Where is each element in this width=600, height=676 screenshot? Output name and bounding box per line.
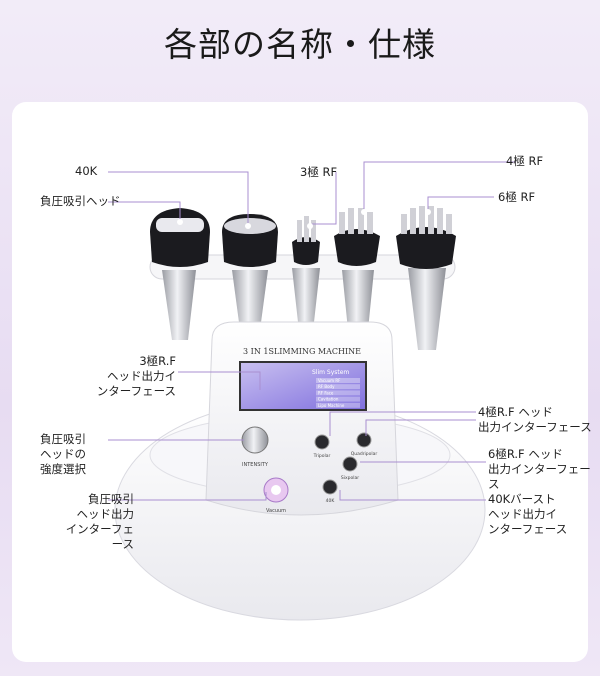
port-label: Sixpolar bbox=[341, 475, 359, 481]
screen-menu-item-bg bbox=[316, 390, 360, 396]
port-40k bbox=[322, 479, 338, 495]
suction-port-label: Vacuum bbox=[266, 508, 286, 514]
port-6pole bbox=[342, 456, 358, 472]
page-title: 各部の名称・仕様 bbox=[164, 25, 436, 64]
label-40k-burst-output: 40Kバースト ヘッド出力イ ンターフェース bbox=[488, 492, 568, 536]
label-4pole-output: 4極R.F ヘッド 出力インターフェース bbox=[478, 405, 592, 434]
handle-4pole-rf bbox=[334, 208, 380, 330]
screen-menu-item-bg bbox=[316, 384, 360, 390]
label-suction-head: 負圧吸引ヘッド bbox=[40, 194, 121, 208]
screen-menu-item: RF Face bbox=[318, 390, 334, 395]
handle-suction bbox=[150, 208, 210, 340]
screen-menu-item-bg bbox=[316, 402, 360, 408]
port-label: Quadripolar bbox=[351, 451, 378, 457]
screen-menu-item: Vacuum RF bbox=[318, 378, 341, 383]
label-suction-strength: 負圧吸引 ヘッドの 強度選択 bbox=[40, 432, 86, 476]
brand-label: 3 IN 1SLIMMING MACHINE bbox=[243, 347, 361, 356]
label-4pole-rf: 4極 RF bbox=[506, 154, 544, 168]
label-6pole-output: 6極R.F ヘッド 出力インターフェース bbox=[488, 447, 591, 491]
screen-menu-item: Lipo Machine bbox=[318, 403, 345, 408]
handle-40k bbox=[222, 214, 278, 330]
handle-6pole-rf bbox=[396, 206, 456, 350]
touch-screen bbox=[239, 361, 367, 411]
screen-title: Slim System bbox=[312, 369, 349, 376]
label-6pole-rf: 6極 RF bbox=[498, 190, 536, 204]
label-3pole-output: 3極R.F ヘッド出力イ ンターフェース bbox=[96, 354, 176, 398]
screen-menu-item: Cavitation bbox=[318, 397, 339, 402]
intensity-knob bbox=[241, 426, 269, 454]
port-label: 40K bbox=[326, 498, 336, 504]
port-4pole bbox=[356, 432, 372, 448]
screen-menu-item-bg bbox=[316, 378, 360, 383]
leader-lines bbox=[108, 161, 516, 501]
label-40k: 40K bbox=[75, 164, 98, 178]
screen-menu-item-bg bbox=[316, 396, 360, 402]
label-3pole-rf: 3極 RF bbox=[300, 165, 338, 179]
handle-3pole-rf bbox=[292, 216, 320, 322]
label-suction-output: 負圧吸引 ヘッド出力 インターフェ ース bbox=[65, 492, 134, 551]
port-label: Tripolar bbox=[313, 453, 331, 459]
knob-label: INTENSITY bbox=[242, 462, 269, 468]
screen-menu-item: RF Body bbox=[318, 384, 335, 389]
port-3pole bbox=[314, 434, 330, 450]
